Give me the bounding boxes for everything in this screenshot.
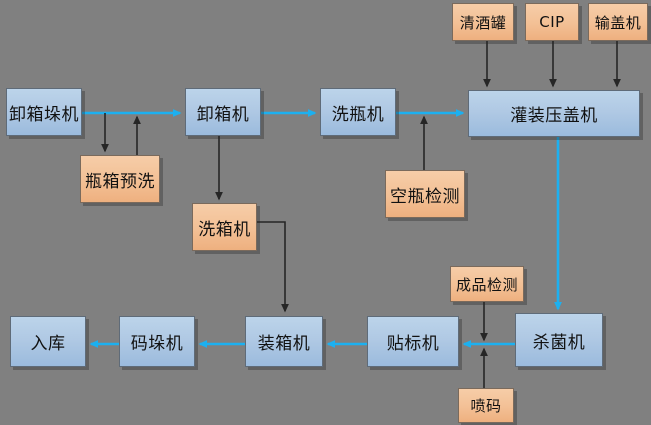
node-label: 卸箱机 <box>196 104 250 125</box>
node-label: 码垛机 <box>130 334 184 354</box>
node-label: 喷码 <box>470 397 502 415</box>
node-label: 入库 <box>30 334 66 354</box>
node-unstacker[interactable]: 卸箱垛机 <box>6 88 82 136</box>
node-label: 输盖机 <box>594 13 642 32</box>
node-label: 贴标机 <box>386 334 440 354</box>
node-bright-beer-tank[interactable]: 清酒罐 <box>452 3 514 41</box>
main-flow-arrows <box>82 109 562 348</box>
node-coder[interactable]: 喷码 <box>458 388 514 423</box>
node-label: 空瓶检测 <box>390 186 460 207</box>
node-label: 瓶箱预洗 <box>85 171 155 192</box>
node-warehouse[interactable]: 入库 <box>10 316 86 367</box>
node-empty-bottle-inspection[interactable]: 空瓶检测 <box>385 170 465 218</box>
node-palletizer[interactable]: 码垛机 <box>119 316 195 367</box>
node-crate-washer[interactable]: 洗箱机 <box>192 203 257 251</box>
node-label: 卸箱垛机 <box>9 104 79 125</box>
node-label: 洗箱机 <box>198 219 251 240</box>
arrow-cratewasher-to-caser <box>257 221 289 313</box>
node-caser[interactable]: 装箱机 <box>245 316 323 367</box>
node-label: 洗瓶机 <box>331 104 385 125</box>
node-label: 杀菌机 <box>532 332 586 353</box>
node-cip[interactable]: CIP <box>525 3 579 41</box>
node-crate-prewash[interactable]: 瓶箱预洗 <box>80 155 160 203</box>
node-uncaser[interactable]: 卸箱机 <box>185 88 261 136</box>
node-bottle-washer[interactable]: 洗瓶机 <box>320 88 396 136</box>
node-label: CIP <box>539 13 565 31</box>
node-label: 装箱机 <box>257 334 311 354</box>
node-label: 成品检测 <box>455 275 518 294</box>
node-filler-capper[interactable]: 灌装压盖机 <box>468 90 640 137</box>
node-cap-feeder[interactable]: 输盖机 <box>588 3 648 41</box>
node-label: 灌装压盖机 <box>510 106 598 126</box>
node-label: 清酒罐 <box>459 13 507 32</box>
node-labeller[interactable]: 贴标机 <box>367 316 459 367</box>
node-pasteurizer[interactable]: 杀菌机 <box>515 313 603 367</box>
node-product-inspection[interactable]: 成品检测 <box>450 266 524 302</box>
